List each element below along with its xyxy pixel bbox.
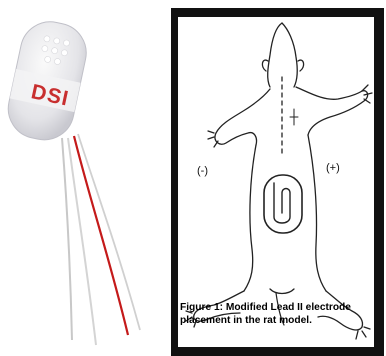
forelimb-right (296, 87, 362, 99)
torso-left (244, 145, 256, 291)
negative-electrode-label: (-) (197, 165, 208, 177)
head-right-outline (282, 23, 297, 87)
lead-wire-left (62, 138, 72, 340)
figure-panel: (-) (+) Figure 1: Modified Lead II elect… (178, 17, 374, 347)
chest-mark (290, 109, 298, 125)
figure-caption: Figure 1: Modified Lead II electrode pla… (180, 301, 370, 327)
lead-wire-right (78, 134, 140, 330)
caption-line-1: Figure 1: Modified Lead II electrode (180, 301, 370, 314)
head-left-outline (268, 23, 282, 87)
caption-line-2: placement in the rat model. (180, 314, 370, 327)
forelimb-left (216, 89, 270, 133)
positive-electrode-label: (+) (326, 162, 340, 174)
implant-body (3, 16, 92, 145)
implant-photo: DSI (0, 0, 170, 356)
implant-inner-lead (274, 183, 290, 223)
figure-frame: (-) (+) Figure 1: Modified Lead II elect… (171, 8, 384, 356)
implant-outline (264, 175, 302, 233)
rat-diagram (178, 17, 374, 347)
implant-illustration (0, 0, 170, 356)
torso-right (308, 135, 326, 291)
